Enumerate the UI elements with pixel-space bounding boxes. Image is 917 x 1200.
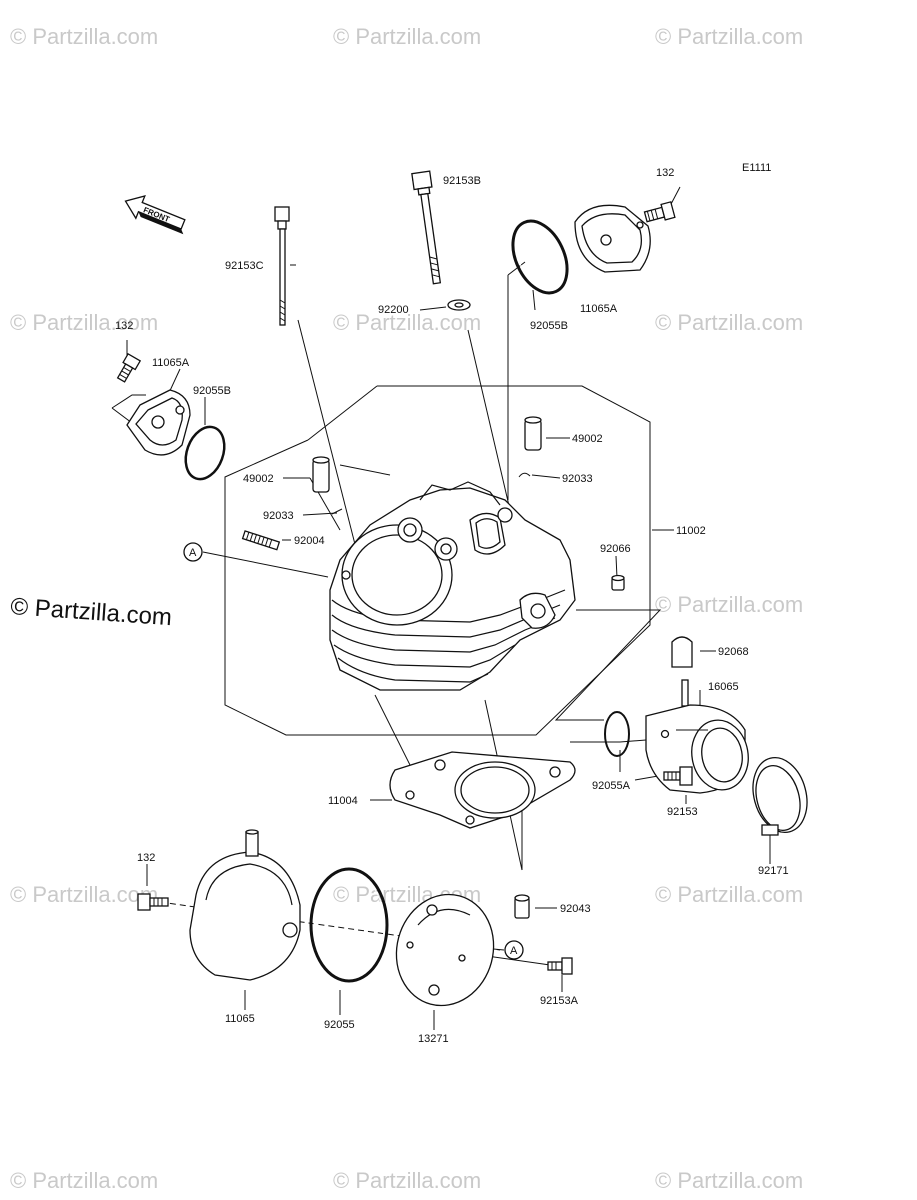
watermark: © Partzilla.com (333, 310, 481, 335)
stud-92004 (241, 530, 281, 551)
oring-92055A (604, 711, 630, 757)
bolt-132-top (643, 201, 676, 223)
ref-marker-a-left: A (183, 542, 203, 562)
callout-92055A: 92055A (592, 780, 631, 792)
callout-92043: 92043 (560, 903, 591, 915)
callout-11065A-left: 11065A (152, 357, 190, 369)
callout-11004: 11004 (328, 795, 358, 807)
dowel-92066 (611, 574, 625, 591)
cap-92068 (671, 636, 693, 668)
bolt-92153C (274, 206, 290, 326)
callout-92033-right: 92033 (562, 473, 593, 485)
callout-92153B: 92153B (443, 175, 481, 187)
watermark: © Partzilla.com (10, 24, 158, 49)
watermark: © Partzilla.com (655, 310, 803, 335)
assembly-box (224, 385, 651, 736)
clip-92033-right (518, 472, 531, 478)
callout-92153A: 92153A (540, 995, 579, 1007)
plate-13271 (395, 893, 495, 1007)
ref-marker-label: A (510, 945, 518, 957)
gasket-11004 (389, 751, 576, 829)
dowel-92043 (514, 894, 530, 919)
watermark: © Partzilla.com (655, 1168, 803, 1193)
callout-92066: 92066 (600, 543, 631, 555)
callout-11002: 11002 (676, 525, 706, 537)
cap-11065A-top (574, 204, 651, 273)
watermark: © Partzilla.com (655, 24, 803, 49)
front-arrow-icon: FRONT (124, 195, 186, 235)
callout-92068: 92068 (718, 646, 749, 658)
bolt-132-bottom (137, 893, 169, 911)
callout-92033-left: 92033 (263, 510, 294, 522)
callout-92153C: 92153C (225, 260, 264, 272)
watermark: © Partzilla.com (10, 1168, 158, 1193)
diagram-code: E1111 (742, 162, 771, 174)
callout-92153: 92153 (667, 806, 698, 818)
callout-92171: 92171 (758, 865, 789, 877)
callout-11065A-top: 11065A (580, 303, 618, 315)
clamp-92171 (752, 757, 808, 836)
callout-13271: 13271 (418, 1033, 449, 1045)
callout-132-left: 132 (115, 320, 133, 332)
watermark-main: © Partzilla.com (10, 593, 173, 631)
callout-92055B-left: 92055B (193, 385, 231, 397)
cylinder-head-11002 (329, 481, 576, 691)
callout-49002-right: 49002 (572, 433, 603, 445)
ref-marker-a-right: A (504, 940, 524, 960)
cover-11065 (189, 829, 301, 981)
watermark: © Partzilla.com (655, 882, 803, 907)
valve-guide-49002-left (312, 456, 330, 493)
watermarks: © Partzilla.com © Partzilla.com © Partzi… (10, 24, 804, 1193)
callout-92055: 92055 (324, 1019, 355, 1031)
callout-132-top: 132 (656, 167, 674, 179)
callout-92004: 92004 (294, 535, 325, 547)
oring-92055 (309, 867, 389, 983)
bolt-92153B (411, 170, 442, 285)
callout-labels: 92153C 92153B 132 11065A 92055B 92200 13… (115, 167, 789, 1045)
ref-marker-label: A (189, 547, 197, 559)
cap-11065A-left (126, 389, 191, 456)
bolt-132-left (116, 352, 142, 383)
bolt-92153A (547, 957, 573, 975)
bolt-92153 (663, 766, 693, 786)
callout-132-bottom: 132 (137, 852, 155, 864)
watermark: © Partzilla.com (333, 24, 481, 49)
callout-16065: 16065 (708, 681, 739, 693)
callout-92055B-top: 92055B (530, 320, 568, 332)
watermark: © Partzilla.com (10, 882, 158, 907)
watermark: © Partzilla.com (10, 310, 158, 335)
valve-guide-49002-right (524, 416, 542, 451)
clip-92033-left (331, 508, 343, 515)
oring-92055B-left (184, 425, 226, 481)
callout-92200: 92200 (378, 304, 409, 316)
watermark: © Partzilla.com (333, 1168, 481, 1193)
watermark: © Partzilla.com (655, 592, 803, 617)
inlet-pipe-16065 (645, 679, 749, 794)
callout-11065: 11065 (225, 1013, 255, 1025)
oring-92055B-top (511, 219, 569, 295)
callout-49002-left: 49002 (243, 473, 274, 485)
